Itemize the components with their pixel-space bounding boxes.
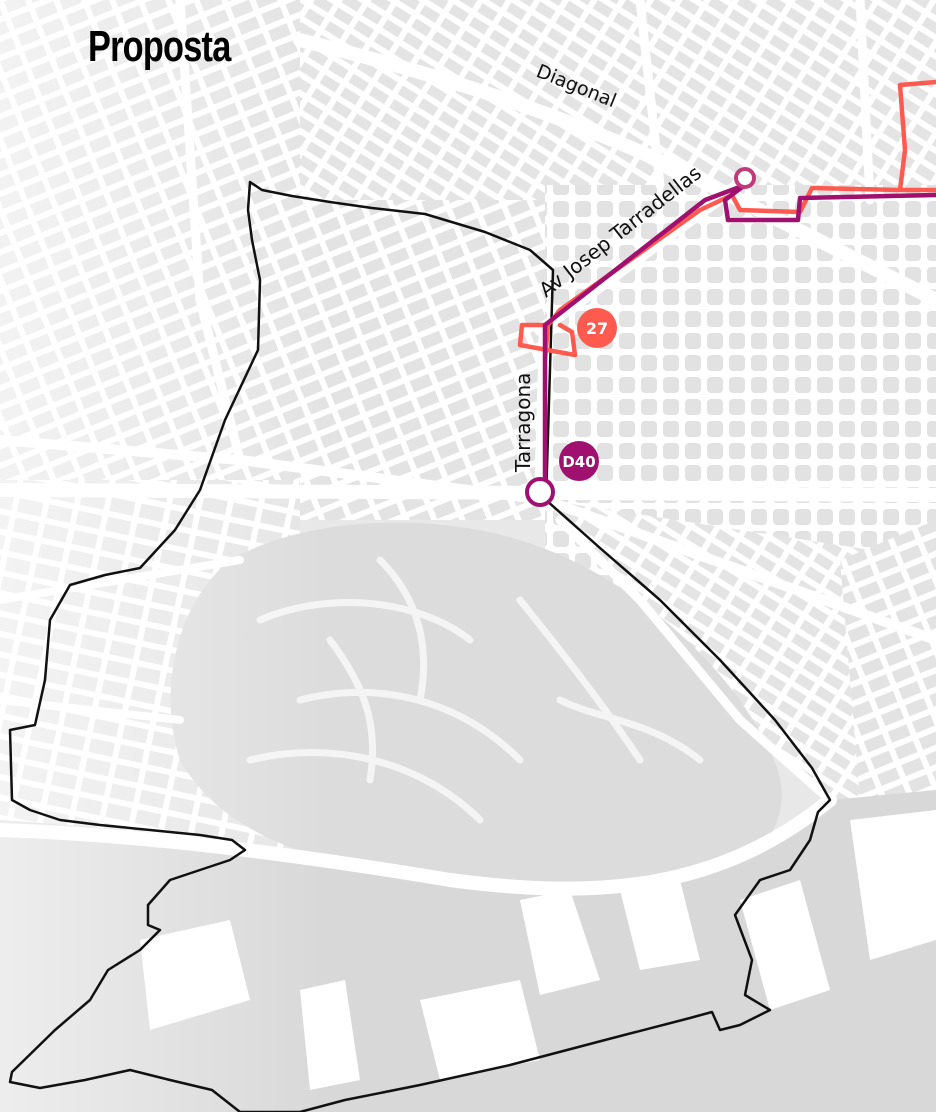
route-d40-path[interactable] [542,182,936,481]
route-d40-badge[interactable]: D40 [559,441,599,481]
road-parallel [540,495,936,645]
street-label-tarragona: Tarragona [511,373,535,473]
route-d40-terminus-loop[interactable] [525,477,555,507]
road-coast [0,793,837,896]
road-west [0,556,244,724]
route-27-badge[interactable]: 27 [577,308,617,348]
road-north-south [175,0,875,465]
road-poble-sec [555,515,835,805]
district-boundary[interactable] [8,180,832,1112]
route-27-label: 27 [586,319,608,338]
map-title: Proposta [88,22,231,71]
route-d40-label: D40 [562,453,595,471]
route-junction-loop[interactable] [734,167,756,189]
